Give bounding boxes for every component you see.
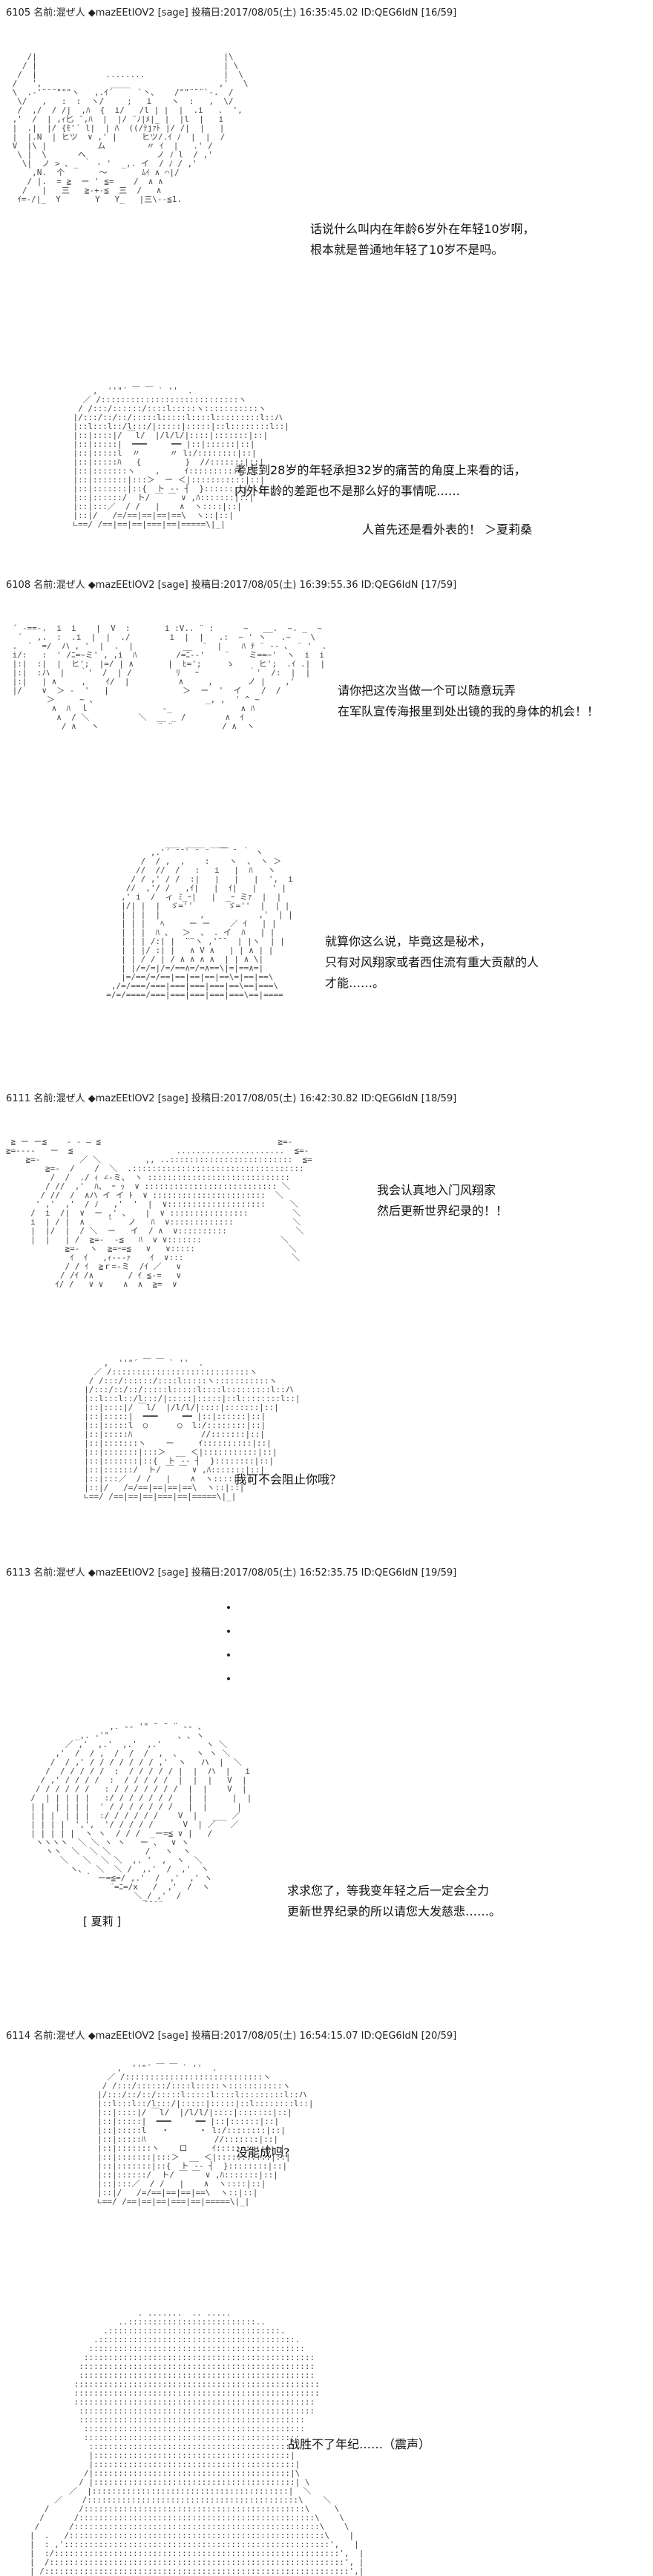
ascii-art-long-hair-girl: ___ ____ ____ ,.'´ ̄ ̄ ` ¨ ¨ ￣ ¨ ｀ ヽ / /… xyxy=(106,839,293,1000)
dialog-text: 我可不会阻止你哦？ xyxy=(234,1472,342,1487)
ellipsis-dot xyxy=(227,1677,230,1680)
dialog-text: 请你把这次当做一个可以随意玩弄 在军队宣传海报里到处出镜的我的身体的机会！！ xyxy=(338,684,600,718)
dialog-text: 求求您了，等我变年轻之后一定会全力 更新世界纪录的所以请您大发慈悲……。 xyxy=(287,1884,502,1918)
speaker-label: [ 夏莉 ] xyxy=(80,1913,125,1929)
dialog-text: 没能成吗? xyxy=(236,2146,290,2160)
dialog-text: 我会认真地入门风翔家 然后更新世界纪录的！！ xyxy=(377,1183,508,1218)
dialog-text: 考虑到28岁的年轻承担32岁的痛苦的角度上来看的话， 内外年龄的差距也不是那么好… xyxy=(234,463,526,498)
ascii-art-girl-portrait: , ''"´ ￣ ￣ ` '' . ／ /:::::::::::::::::::… xyxy=(84,1358,301,1501)
ascii-art-girl-portrait: , ''"´ ￣ ￣ ` '' . ／ /:::::::::::::::::::… xyxy=(73,386,289,529)
dialog-text: 就算你这么说，毕竟这是秘术， 只有对风翔家或者西住流有重大贡献的人 才能……。 xyxy=(325,934,539,990)
ascii-art-dynamic-girl: ≧ ー ー≦ - - ― ≦ ≧=- ≧=---- ー ≦ ..........… xyxy=(6,1137,312,1289)
post-header: 6113 名前:混ぜ人 ◆mazEEtlOV2 [sage] 投稿日:2017/… xyxy=(6,1567,457,1579)
ascii-art-bowing-girl: ,. -‐ '" ¨ ¨ ¨ ‐- 、 _,. ‐'" ､ ､ ヽ ／ ,' ,… xyxy=(30,1722,252,1910)
dialog-text: 话说什么叫内在年龄6岁外在年轻10岁啊， 根本就是普通地年轻了10岁不是吗。 xyxy=(310,222,535,257)
dialog-text: 战胜不了年纪……（震声） xyxy=(288,2437,431,2451)
post-header: 6105 名前:混ぜ人 ◆mazEEtlOV2 [sage] 投稿日:2017/… xyxy=(6,7,457,19)
dialog-text: 人首先还是看外表的！ ＞夏莉桑 xyxy=(362,522,533,537)
ellipsis-dot xyxy=(227,1654,230,1656)
post-header: 6108 名前:混ぜ人 ◆mazEEtlOV2 [sage] 投稿日:2017/… xyxy=(6,580,457,591)
ascii-art-bunny-girl: /| |\ / | | \ / | ........ | \ / ', ____… xyxy=(12,52,249,204)
ascii-art-shaded-girl: . ....... .. ..... ..:::::::::::::::::::… xyxy=(30,2308,364,2576)
ascii-art-two-faces: ´ -==-. i i | V : i :V.. ¨ : ~ __. ~. _ … xyxy=(12,623,327,731)
ellipsis-dot xyxy=(227,1630,230,1633)
post-header: 6114 名前:混ぜ人 ◆mazEEtlOV2 [sage] 投稿日:2017/… xyxy=(6,2031,457,2042)
ellipsis-dot xyxy=(227,1606,230,1609)
post-header: 6111 名前:混ぜ人 ◆mazEEtlOV2 [sage] 投稿日:2017/… xyxy=(6,1093,457,1104)
ascii-art-girl-portrait: , ''"´ ￣ ￣ ` '' . ／ /:::::::::::::::::::… xyxy=(97,2063,314,2206)
